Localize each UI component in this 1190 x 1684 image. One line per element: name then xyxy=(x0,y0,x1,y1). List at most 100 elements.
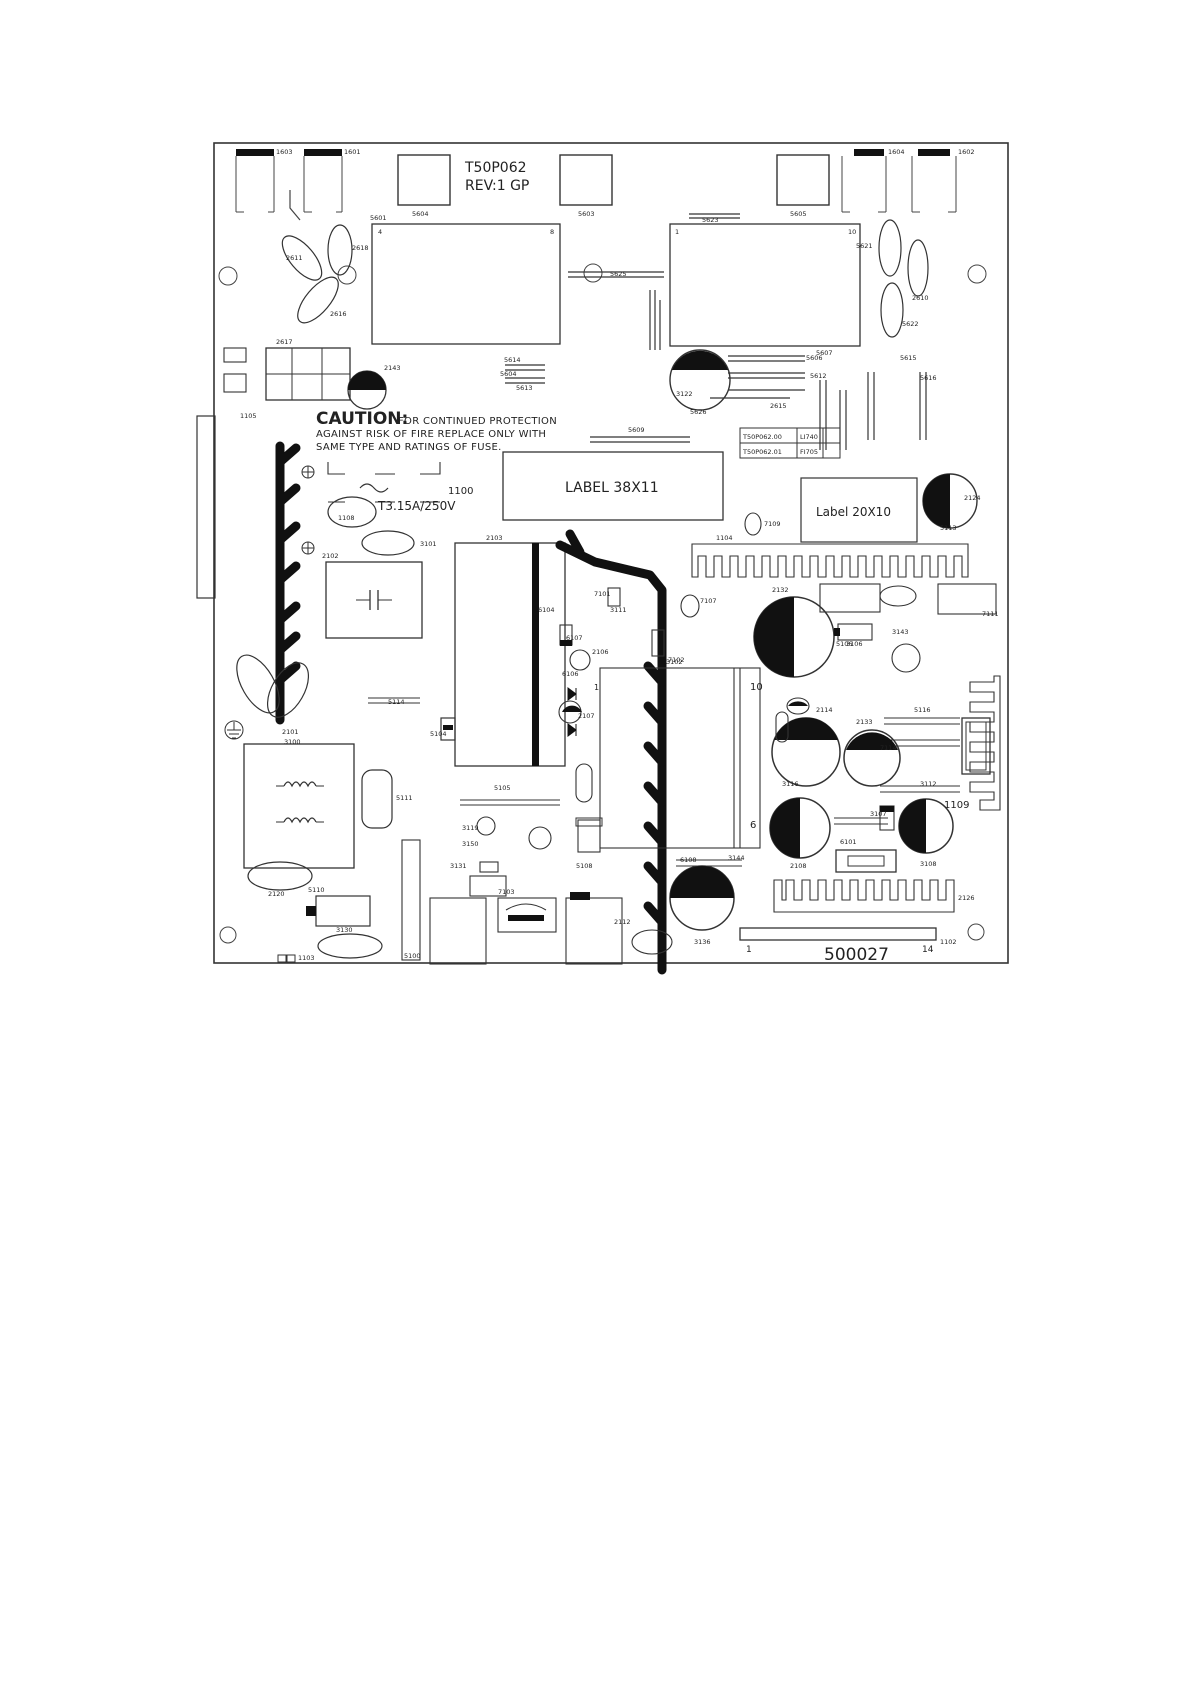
capacitor-2114 xyxy=(771,717,841,787)
version-cell: T50P062.00 xyxy=(742,433,782,441)
transformer-pin-bottom: 6 xyxy=(750,820,756,831)
ref-label: 3112 xyxy=(920,780,937,788)
mounting-hole xyxy=(967,923,985,941)
connector-1604: 1604 xyxy=(841,148,905,213)
ref-label: 3143 xyxy=(892,628,909,636)
ref-label: 7102 xyxy=(668,656,685,664)
ref-label: 2114 xyxy=(816,706,833,714)
mounting-hole xyxy=(218,266,238,286)
ref-label: 1108 xyxy=(338,514,355,522)
ref-label: 5106 xyxy=(836,640,853,648)
ref-label: 3122 xyxy=(676,390,693,398)
ref-label: 5603 xyxy=(578,210,595,218)
ref-label: 2616 xyxy=(330,310,347,318)
ref-label: 3136 xyxy=(694,938,711,946)
ref-label: 5604 xyxy=(500,370,517,378)
ref-label: 5604 xyxy=(412,210,429,218)
mounting-hole xyxy=(583,263,603,283)
fuse-ref: 1100 xyxy=(448,486,473,497)
ref-label: 5104 xyxy=(430,730,447,738)
ref-label: 1103 xyxy=(298,954,315,962)
ref-label: 1105 xyxy=(240,412,257,420)
mid-components xyxy=(429,587,761,965)
ref-label: 5114 xyxy=(388,698,405,706)
crossed-circle-marker xyxy=(301,465,315,555)
ref-label: 2101 xyxy=(282,728,299,736)
ref-label: 2615 xyxy=(770,402,787,410)
ref-label: 5113 xyxy=(940,524,957,532)
ref-label: 6104 xyxy=(538,606,555,614)
ref-label: 5111 xyxy=(396,794,413,802)
capacitor-3136 xyxy=(669,865,735,931)
ref-label: 1601 xyxy=(344,148,361,156)
ref-label: 5607 xyxy=(816,349,833,357)
connector-pin-first: 1 xyxy=(746,945,752,955)
ref-label: 3111 xyxy=(610,606,627,614)
transformer-2103 xyxy=(440,542,566,767)
ref-label: 2102 xyxy=(322,552,339,560)
ref-label: 3150 xyxy=(462,840,479,848)
ref-label: 2611 xyxy=(286,254,303,262)
ref-label: 5623 xyxy=(702,216,719,224)
hv-trace-right xyxy=(555,529,667,975)
ref-label: 1104 xyxy=(716,534,733,542)
connector-1603: 1603 xyxy=(235,148,293,213)
ref-label: 5625 xyxy=(610,270,627,278)
transformer-pin-right: 10 xyxy=(750,682,763,693)
board-outline xyxy=(213,142,1009,964)
ref-label: 5621 xyxy=(856,242,873,250)
component-5604: 5604 xyxy=(397,154,451,218)
label-20x10: Label 20X10 xyxy=(800,477,918,543)
version-cell: FI705 xyxy=(800,448,818,456)
capacitor-2126 xyxy=(898,798,954,854)
ref-label: 2133 xyxy=(856,718,873,726)
ref-label: 2106 xyxy=(592,648,609,656)
ref-label: 2120 xyxy=(268,890,285,898)
ref-label: 7101 xyxy=(594,590,611,598)
caution-heading: CAUTION: xyxy=(316,409,408,429)
connector-1602: 1602 xyxy=(911,148,975,213)
ref-label: 7109 xyxy=(764,520,781,528)
ref-labels: 5601 5623 5621 2611 2618 2616 2610 5622 … xyxy=(240,214,999,962)
ref-label: 5609 xyxy=(628,426,645,434)
pin-marker: 10 xyxy=(848,228,856,236)
heatsink-1107 xyxy=(773,879,955,913)
label-small-text: Label 20X10 xyxy=(816,505,891,519)
mounting-hole xyxy=(967,264,987,284)
label-38x11: LABEL 38X11 xyxy=(502,451,724,521)
oval-components-top-left xyxy=(281,224,353,324)
ref-label: 6108 xyxy=(680,856,697,864)
connector-1601: 1601 xyxy=(303,148,361,213)
fuse-1100: 1100 T3.15A/250V xyxy=(327,462,473,513)
capacitor-5601 xyxy=(669,349,731,411)
inductor-right xyxy=(669,223,861,347)
component-5603: 5603 xyxy=(559,154,613,218)
ref-label: 3144 xyxy=(728,854,745,862)
capacitor-2143 xyxy=(347,370,387,410)
ref-label: 7103 xyxy=(498,888,515,896)
board-revision: REV:1 GP xyxy=(465,178,529,194)
ref-label: 5105 xyxy=(494,784,511,792)
ref-label: 1604 xyxy=(888,148,905,156)
heatsink-right xyxy=(969,675,1001,811)
version-cell: LI740 xyxy=(800,433,818,441)
heatsink-1104 xyxy=(691,543,969,578)
ref-label: 3131 xyxy=(450,862,467,870)
ref-label: 5100 xyxy=(404,952,421,960)
ref-label: 3130 xyxy=(336,926,353,934)
ref-label: 5605 xyxy=(790,210,807,218)
connector-1108: 2617 xyxy=(265,338,351,401)
ref-label: 5613 xyxy=(516,384,533,392)
ref-label: 5615 xyxy=(900,354,917,362)
ref-label: 3101 xyxy=(420,540,437,548)
ref-label: 3100 xyxy=(284,738,301,746)
ref-label: 7114 xyxy=(880,744,897,752)
ref-label: 3107 xyxy=(870,810,887,818)
ref-label: 3119 xyxy=(462,824,479,832)
transformer-pin-left: 1 xyxy=(594,683,599,692)
capacitor-2124 xyxy=(922,473,978,529)
ref-label: 5626 xyxy=(690,408,707,416)
ref-label: 5612 xyxy=(810,372,827,380)
ref-label: 2108 xyxy=(790,862,807,870)
ref-label: 5108 xyxy=(576,862,593,870)
